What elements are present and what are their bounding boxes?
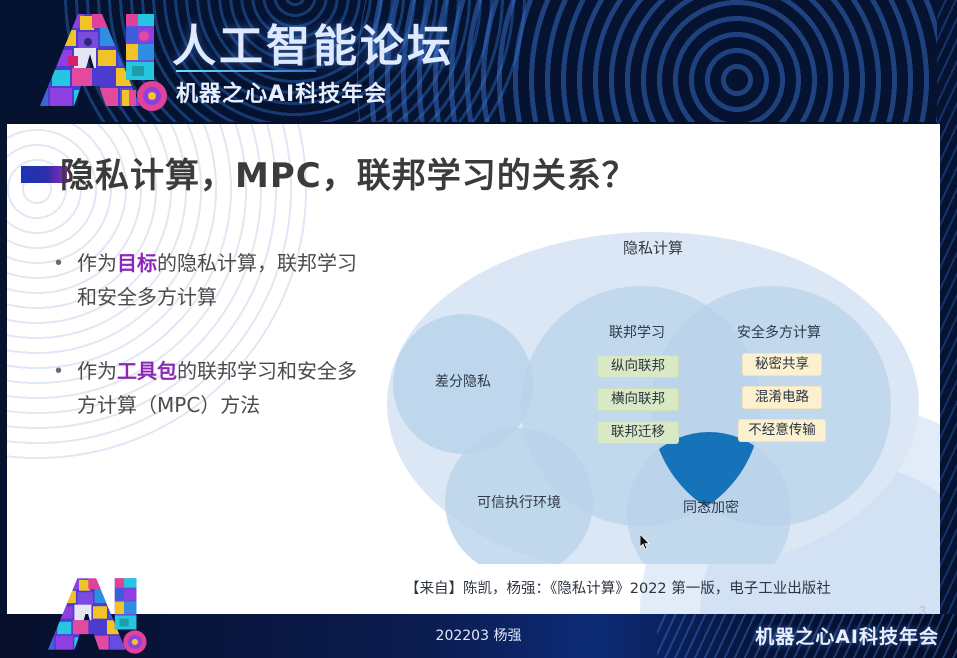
bullet-prefix: 作为 [77, 359, 117, 383]
venn-label-homomorphic: 同态加密 [683, 499, 739, 516]
header-banner: 人工智能论坛 机器之心AI科技年会 [0, 0, 957, 122]
mouse-cursor [640, 534, 651, 550]
left-frame [0, 122, 7, 614]
citation-text: 【来自】陈凯，杨强：《隐私计算》2022 第一版，电子工业出版社 [405, 581, 831, 597]
right-frame-stripes [937, 0, 957, 614]
bullet-text: 作为工具包的联邦学习和安全多方计算（MPC）方法 [77, 354, 365, 422]
footer-bar: 202203 杨强 机器之心AI科技年会 [0, 614, 957, 658]
bullet-prefix: 作为 [77, 251, 117, 275]
forum-subtitle: 机器之心AI科技年会 [176, 82, 388, 107]
bullet-suffix: 的隐私计算，联邦学习和安全多方计算 [77, 251, 357, 309]
tag-federated-transfer: 联邦迁移 [597, 421, 679, 444]
forum-title: 人工智能论坛 [172, 21, 454, 72]
bullet-highlight: 工具包 [117, 359, 177, 383]
footer-center-text: 202203 杨强 [435, 628, 522, 644]
header-divider [176, 70, 316, 72]
venn-outer-label: 隐私计算 [623, 239, 683, 257]
footer-brand-text: 机器之心AI科技年会 [755, 626, 939, 648]
tag-garbled-circuit: 混淆电路 [742, 386, 822, 409]
tag-horizontal-federated: 横向联邦 [597, 388, 679, 411]
venn-label-mpc: 安全多方计算 [737, 324, 821, 341]
page-number: 3 [918, 603, 926, 614]
ai-mosaic-logo [40, 14, 167, 111]
header-ring-decoration [357, 0, 957, 122]
venn-label-tee: 可信执行环境 [477, 495, 561, 511]
bullet-marker: • [55, 360, 63, 382]
list-item: • 作为目标的隐私计算，联邦学习和安全多方计算 [55, 246, 365, 314]
slide-canvas: 隐私计算，MPC，联邦学习的关系？ • 作为目标的隐私计算，联邦学习和安全多方计… [7, 124, 940, 614]
ai-mosaic-logo-footer [47, 578, 147, 654]
tag-vertical-federated: 纵向联邦 [597, 355, 679, 378]
list-item: • 作为工具包的联邦学习和安全多方计算（MPC）方法 [55, 354, 365, 422]
venn-label-differential-privacy: 差分隐私 [435, 374, 491, 390]
bullet-suffix: 的联邦学习和安全多方计算（MPC）方法 [77, 359, 357, 417]
venn-diagram: 隐私计算 差分隐私 联邦学习 安全多方计算 可信执行环境 同态加密 纵向联邦 横… [379, 224, 927, 564]
footer-stripe-decoration [657, 614, 957, 658]
bullet-text: 作为目标的隐私计算，联邦学习和安全多方计算 [77, 246, 365, 314]
tag-secret-sharing: 秘密共享 [742, 353, 822, 376]
title-accent-bar [21, 166, 67, 183]
venn-label-federated-learning: 联邦学习 [609, 325, 665, 341]
tag-oblivious-transfer: 不经意传输 [738, 419, 826, 442]
bullet-list: • 作为目标的隐私计算，联邦学习和安全多方计算 • 作为工具包的联邦学习和安全多… [55, 246, 365, 462]
bullet-marker: • [55, 252, 63, 274]
page-title: 隐私计算，MPC，联邦学习的关系？ [60, 156, 637, 196]
bullet-highlight: 目标 [117, 251, 157, 275]
venn-circle-differential-privacy [393, 314, 533, 454]
